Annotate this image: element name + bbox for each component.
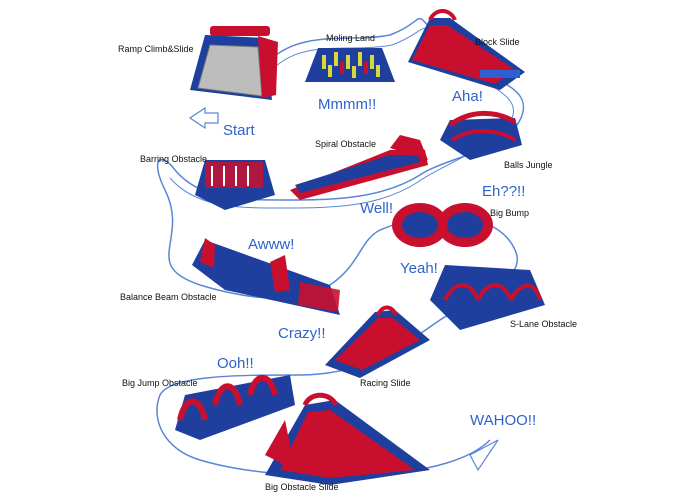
barring-obstacle-illustration — [195, 160, 275, 210]
label-racing-slide: Racing Slide — [360, 378, 411, 388]
wahoo-arrow — [469, 439, 499, 472]
spiral-obstacle-illustration — [290, 135, 428, 200]
exclamation-crazy: Crazy!! — [278, 325, 326, 342]
exclamation-wahoo: WAHOO!! — [470, 412, 537, 429]
balance-beam-obstacle-illustration — [192, 238, 340, 315]
label-ramp-climb-slide: Ramp Climb&Slide — [118, 44, 194, 54]
label-balance-beam-obstacle: Balance Beam Obstacle — [120, 292, 217, 302]
label-s-lane-obstacle: S-Lane Obstacle — [510, 319, 578, 329]
balls-jungle-illustration — [440, 110, 522, 160]
exclamation-ooh: Ooh!! — [217, 355, 254, 372]
ramp-climb-slide-illustration — [190, 26, 278, 100]
label-big-jump-obstacle: Big Jump Obstacle — [122, 378, 198, 388]
exclamation-awww: Awww! — [248, 236, 295, 253]
label-barring-obstacle: Barring Obstacle — [140, 154, 208, 164]
label-block-slide: Block Slide — [475, 37, 520, 47]
label-spiral-obstacle: Spiral Obstacle — [315, 139, 377, 149]
moling-land-illustration — [305, 48, 395, 82]
exclamation-mmmm: Mmmm!! — [318, 96, 377, 113]
big-obstacle-slide-illustration — [265, 392, 430, 485]
racing-slide-illustration — [325, 305, 430, 378]
label-moling-land: Moling Land — [326, 33, 376, 43]
exclamation-well: Well! — [360, 200, 394, 217]
start-arrow — [188, 106, 219, 130]
exclamation-aha: Aha! — [452, 88, 483, 105]
s-lane-obstacle-illustration — [430, 265, 545, 330]
exclamation-yeah: Yeah! — [400, 260, 438, 277]
exclamation-eh: Eh??!! — [482, 183, 526, 200]
big-jump-obstacle-illustration — [175, 374, 295, 440]
exclamation-start: Start — [223, 122, 255, 139]
label-big-bump: Big Bump — [490, 208, 530, 218]
label-balls-jungle: Balls Jungle — [504, 160, 553, 170]
block-slide-illustration — [408, 9, 525, 90]
label-big-obstacle-slide: Big Obstacle Slide — [265, 482, 339, 492]
big-bump-illustration — [392, 203, 493, 247]
